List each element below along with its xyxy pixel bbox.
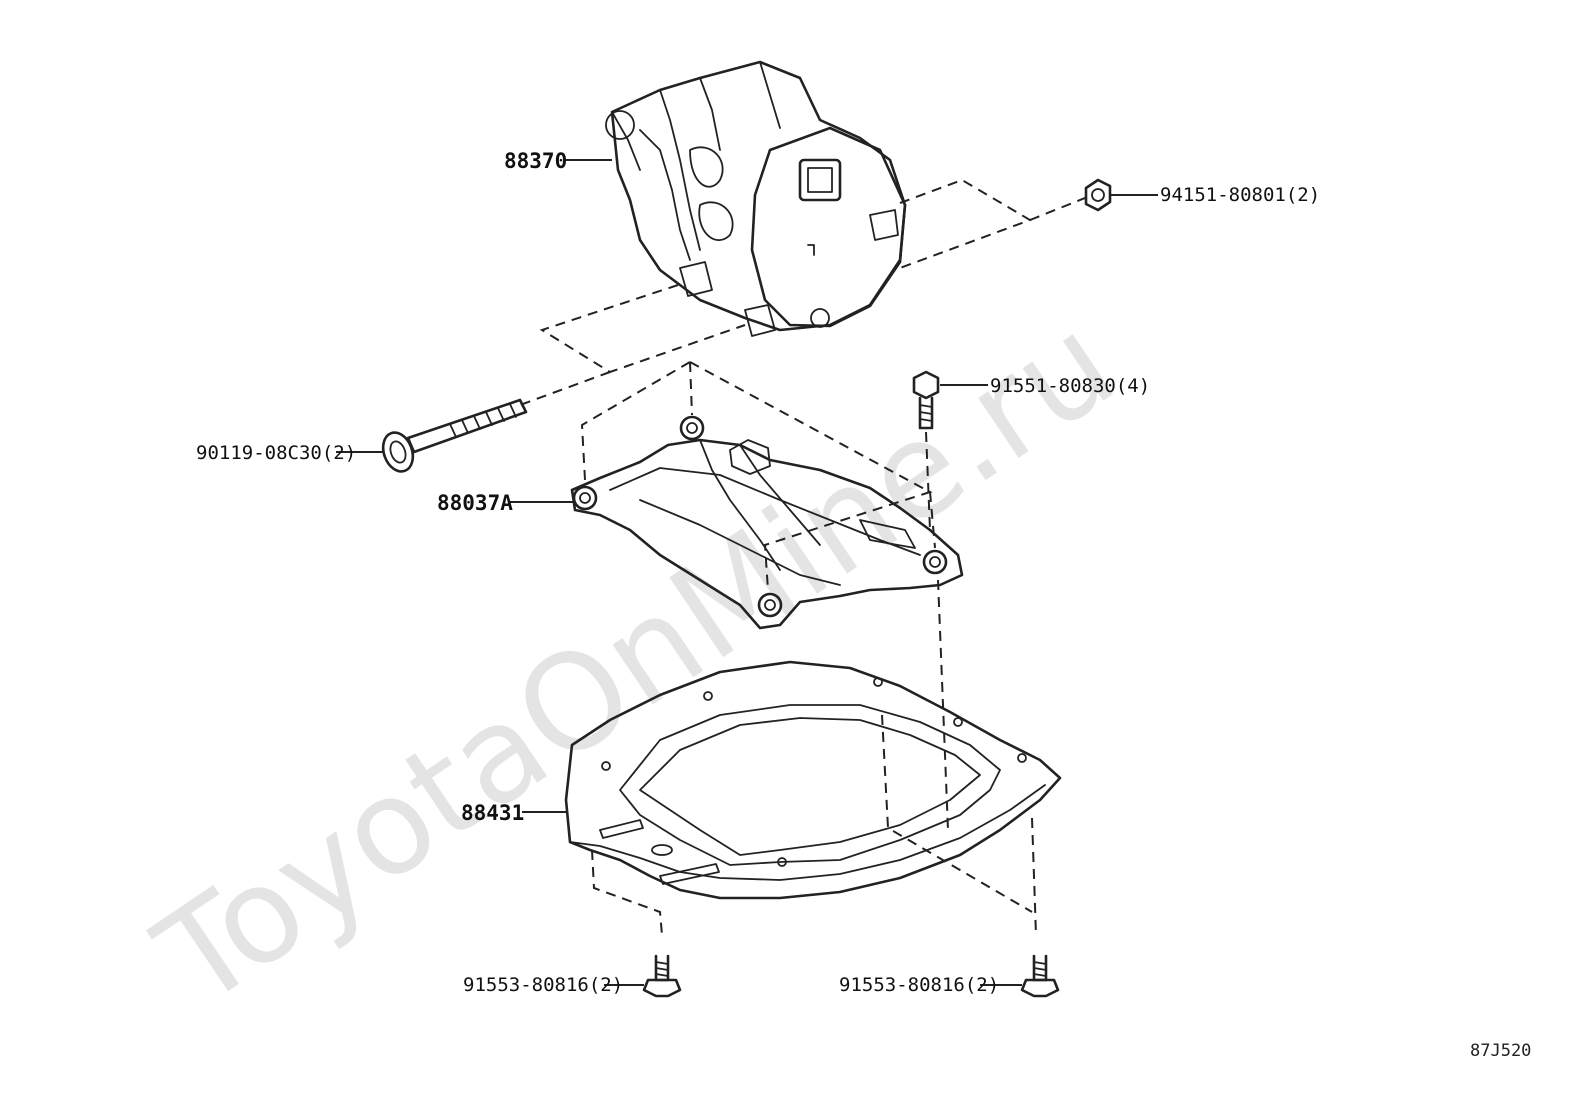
label-91551: 91551-80830(4) [990,375,1150,397]
drawing-code: 87J520 [1470,1041,1531,1061]
label-88037A: 88037A [437,491,513,515]
watermark-text: ToyotaOnMine.ru [131,286,1141,1037]
plate-88431[interactable] [564,660,1062,900]
label-94151: 94151-80801(2) [1160,184,1320,206]
dash-plate-left-bolt [591,849,663,936]
dash-bracket-left [580,361,691,481]
label-91553-left: 91553-80816(2) [463,974,623,996]
bolt-91553-left[interactable] [642,954,682,998]
dash-to-nut [1029,195,1091,221]
dash-bracket-corner [929,491,936,549]
dash-plate-right-bolt [1031,817,1037,936]
dash-bracket-to-plate [937,579,949,831]
label-88370: 88370 [504,149,567,173]
label-91553-right: 91553-80816(2) [839,974,999,996]
dash-plate-right-box [881,714,1033,913]
bolt-91551[interactable] [912,370,940,430]
long-bolt-90119[interactable] [378,398,528,476]
label-90119: 90119-08C30(2) [196,442,356,464]
compressor-88370[interactable] [605,60,907,337]
bracket-88037A[interactable] [570,415,964,630]
dash-bracket-back [689,361,693,416]
label-88431: 88431 [461,801,524,825]
dash-compressor-right [899,178,1033,269]
bolt-91553-right[interactable] [1020,954,1060,998]
nut-94151[interactable] [1084,178,1112,212]
dash-compressor-left [539,284,746,374]
dash-bracket-right [689,361,933,591]
dash-to-bolt [519,371,611,406]
